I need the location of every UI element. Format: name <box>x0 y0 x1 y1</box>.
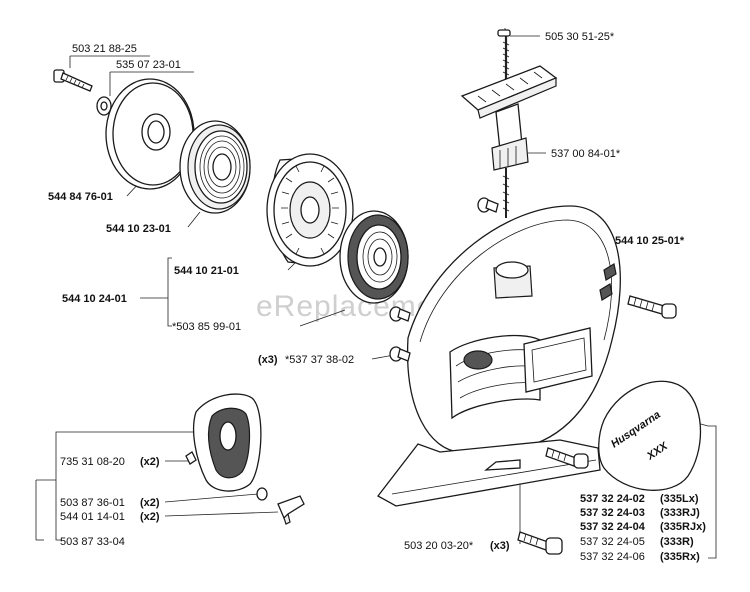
label-bolt-top-left: 503 21 88-25 <box>72 43 137 55</box>
label-pulley-assembly: 544 10 24-01 <box>62 293 127 305</box>
recoil-spring-part <box>339 210 409 304</box>
decal-part: Husqvarna XXX <box>598 380 702 491</box>
starter-housing-part <box>377 205 621 507</box>
pulley-wheel-part <box>266 153 354 267</box>
label-rope: 505 30 51-25* <box>545 31 615 43</box>
label-washer: 535 07 23-01 <box>116 59 181 71</box>
screw-lower-part <box>389 346 411 362</box>
washer-part <box>96 96 112 116</box>
spring-cassette-part <box>179 120 251 214</box>
bolt-lower-right-part <box>545 447 589 469</box>
label-pawl-washer: 503 87 36-01 <box>60 497 125 509</box>
screw-middle-part <box>389 306 411 322</box>
part-labels: 503 21 88-25 535 07 23-01 544 84 76-01 5… <box>48 31 706 563</box>
rope-part <box>497 28 511 218</box>
label-pawl-washer-qty: (x2) <box>140 497 160 509</box>
label-decal-335rx-model: (335Rx) <box>660 551 700 563</box>
label-pulley-wheel: 544 10 21-01 <box>174 265 239 277</box>
label-bottom-screws: 503 20 03-20* <box>404 540 474 552</box>
bolt-right-part <box>627 295 677 319</box>
label-decal-335lx: 537 32 24-02 <box>580 493 645 505</box>
pawl-part <box>277 495 305 525</box>
label-recoil-spring: *503 85 99-01 <box>172 321 241 333</box>
label-spring-cassette: 544 10 23-01 <box>106 223 171 235</box>
pawl-spring-part <box>185 451 197 465</box>
pulley-disc-part <box>105 78 195 190</box>
label-pawl-spring-qty: (x2) <box>140 456 160 468</box>
label-decal-333r: 537 32 24-05 <box>580 536 645 548</box>
label-decal-335rjx-model: (335RJx) <box>660 521 706 533</box>
label-decal-333rj: 537 32 24-03 <box>580 507 645 519</box>
bolt-bottom-part <box>517 531 563 555</box>
label-bottom-screws-qty: (x3) <box>490 540 510 552</box>
label-pawl: 544 01 14-01 <box>60 511 125 523</box>
label-decal-335rjx: 537 32 24-04 <box>580 521 646 533</box>
label-starter-housing: 544 10 25-01* <box>615 235 685 247</box>
label-flywheel-kit: 503 87 33-04 <box>60 536 125 548</box>
label-decal-333rj-model: (333RJ) <box>660 507 700 519</box>
label-decal-335rx: 537 32 24-06 <box>580 551 645 563</box>
label-handle: 537 00 84-01* <box>551 148 621 160</box>
bolt-part <box>53 69 93 92</box>
label-pawl-spring: 735 31 08-20 <box>60 456 125 468</box>
pawl-washer-part <box>256 487 268 501</box>
screw-upper-part <box>477 197 499 213</box>
label-pawl-qty: (x2) <box>140 511 160 523</box>
handle-part <box>460 65 558 171</box>
label-screws: *537 37 38-02 <box>285 354 354 366</box>
pawl-housing-part <box>193 393 262 492</box>
label-decal-333r-model: (333R) <box>660 536 694 548</box>
label-pulley-disc: 544 84 76-01 <box>48 191 113 203</box>
label-screws-qty: (x3) <box>258 354 278 366</box>
label-decal-335lx-model: (335Lx) <box>660 493 699 505</box>
